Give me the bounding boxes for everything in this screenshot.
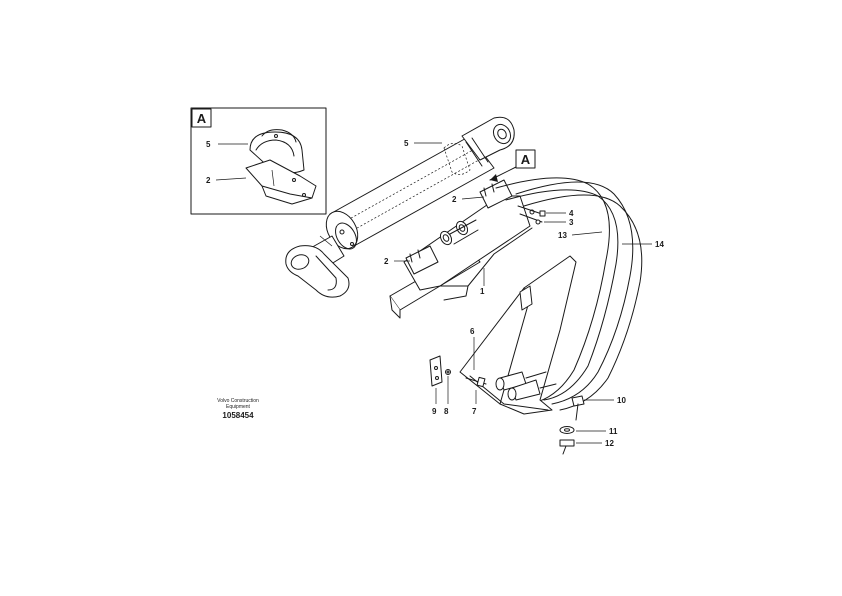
- detail-view-a: A 5 2: [190, 107, 327, 215]
- detail-callout-5: 5: [206, 140, 211, 149]
- callout-5: 5: [404, 139, 409, 148]
- callout-4: 4: [569, 209, 574, 218]
- clamp-detail-icon: [245, 129, 317, 205]
- caption-brand-line2: Equipment: [226, 404, 251, 410]
- mounting-bracket: [389, 179, 533, 319]
- callout-12: 12: [605, 439, 614, 448]
- callout-8: 8: [444, 407, 449, 416]
- callout-2-lower: 2: [384, 257, 389, 266]
- caption-brand-line1: Volvo Construction: [217, 398, 259, 404]
- plate-washer-8-9: [429, 355, 451, 387]
- callout-13: 13: [558, 231, 567, 240]
- callout-7: 7: [472, 407, 477, 416]
- bolt-washer-3-4: [517, 205, 546, 225]
- callout-3: 3: [569, 218, 574, 227]
- hydraulic-cylinder: [285, 116, 515, 298]
- callout-6: 6: [470, 327, 475, 336]
- detail-tag-box: [191, 108, 212, 128]
- detail-frame: [190, 107, 327, 215]
- callout-9: 9: [432, 407, 437, 416]
- view-marker: A: [521, 152, 531, 167]
- callout-11: 11: [609, 427, 618, 436]
- callout-10: 10: [617, 396, 626, 405]
- bolt-washer-nut-10-12: [559, 395, 585, 455]
- caption-drawing-number: 1058454: [222, 411, 254, 420]
- callout-14: 14: [655, 240, 664, 249]
- view-marker-box: [515, 149, 536, 169]
- detail-callout-2: 2: [206, 176, 211, 185]
- callout-1: 1: [480, 287, 485, 296]
- hydraulic-hoses: [495, 177, 643, 411]
- detail-tag: A: [197, 111, 207, 126]
- callout-2-upper: 2: [452, 195, 457, 204]
- lower-bracket: [459, 255, 577, 415]
